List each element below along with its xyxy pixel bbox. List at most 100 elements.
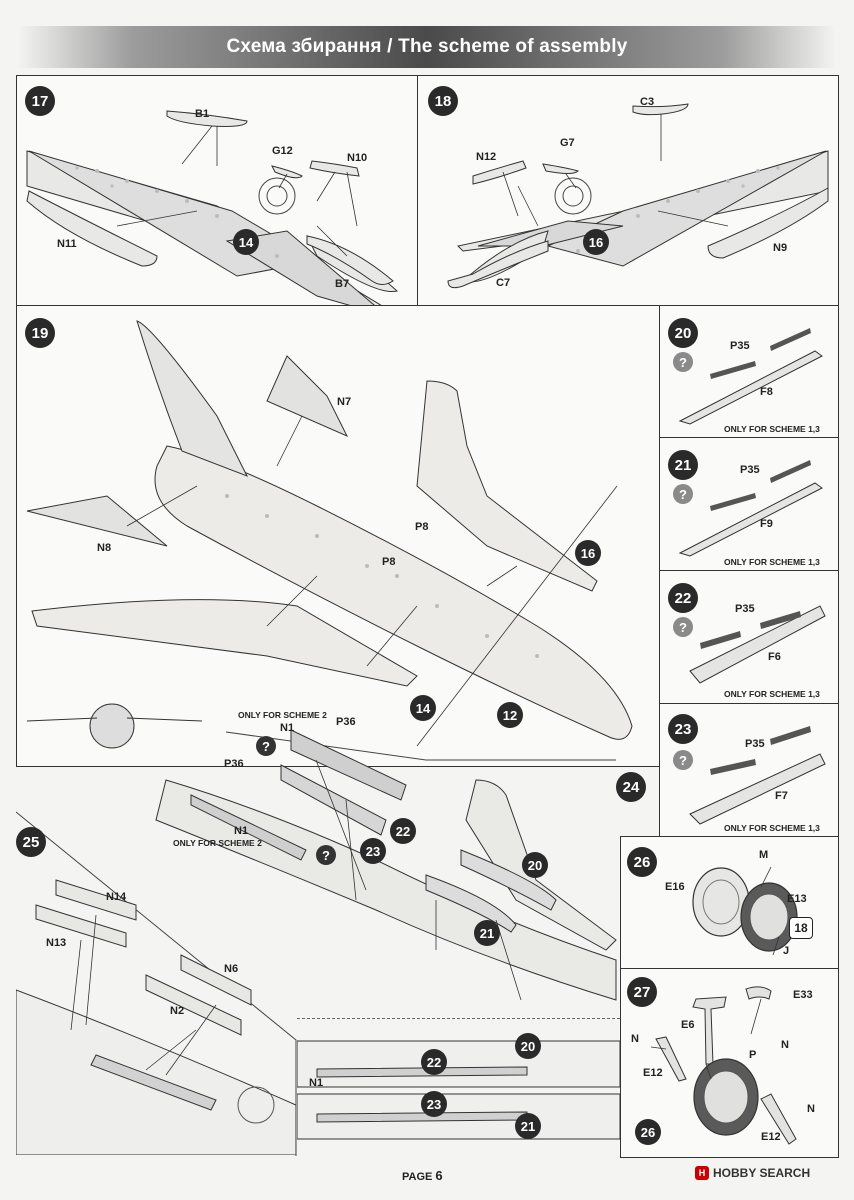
ref-badge: 12: [497, 702, 523, 728]
ref-badge: 16: [575, 540, 601, 566]
part-label: F6: [768, 651, 781, 663]
step-24-badge: 24: [616, 772, 646, 802]
detail-inset: N1 22 20 23 21: [297, 1018, 620, 1156]
part-label: G12: [272, 145, 293, 157]
ref-badge: 21: [515, 1113, 541, 1139]
page-label: PAGE: [402, 1171, 433, 1183]
part-label: P35: [730, 340, 750, 352]
part-label: M: [759, 849, 769, 861]
step-23-panel: 23 ? P35 F7 ONLY FOR SCHEME 1,3: [659, 703, 839, 838]
page-header: Схема збирання / The scheme of assembly: [18, 26, 836, 68]
step-20-badge: 20: [668, 318, 698, 348]
step-18-panel: 18 C3 G7 N12 N9 C7 16: [417, 75, 839, 307]
part-label: N11: [57, 238, 77, 250]
part-label: N: [781, 1039, 789, 1051]
step-18-badge: 18: [428, 86, 458, 116]
ref-badge: 23: [360, 838, 386, 864]
page-title: Схема збирання / The scheme of assembly: [226, 36, 628, 57]
step-21-panel: 21 ? P35 F9 ONLY FOR SCHEME 1,3: [659, 437, 839, 572]
hobbysearch-logo-icon: H: [695, 1166, 709, 1180]
scheme-note: ONLY FOR SCHEME 1,3: [724, 689, 820, 699]
step-20-panel: 20 ? P35 F8 ONLY FOR SCHEME 1,3: [659, 305, 839, 439]
scheme-note: ONLY FOR SCHEME 2: [238, 710, 327, 720]
step-22-badge: 22: [668, 583, 698, 613]
detail-drawing: [297, 1040, 620, 1140]
ref-badge: 20: [522, 852, 548, 878]
step-25-area: 25 N14 N13 N6 N2: [16, 815, 296, 1155]
part-label: N1: [280, 722, 295, 734]
part-label: B1: [195, 108, 210, 120]
part-label: N: [631, 1033, 639, 1045]
part-label: F9: [760, 518, 773, 530]
step-24-area: ONLY FOR SCHEME 2 N1 P36 ? P36 N1 ONLY F…: [16, 700, 659, 1156]
part-label: N1: [234, 825, 249, 837]
part-label: G7: [560, 137, 575, 149]
part-label: N7: [337, 396, 352, 408]
part-label: P35: [735, 603, 755, 615]
scheme-note: ONLY FOR SCHEME 1,3: [724, 823, 820, 833]
part-label: P35: [740, 464, 760, 476]
part-label: N13: [46, 937, 67, 949]
part-label: N9: [773, 242, 788, 254]
step-25-drawing: [16, 879, 296, 1155]
question-icon: ?: [673, 750, 693, 770]
step-17-badge: 17: [25, 86, 55, 116]
part-label: N: [807, 1103, 815, 1115]
question-icon: ?: [673, 484, 693, 504]
part-label: P8: [382, 556, 396, 568]
part-label: C7: [496, 277, 511, 289]
step-26-panel: 26 M E16 E13 J 18: [620, 836, 839, 970]
step-19-panel: 19 N7 N8 P8 P8 16 14 12: [16, 305, 661, 767]
watermark: H HOBBY SEARCH: [695, 1166, 810, 1180]
question-icon: ?: [256, 736, 276, 756]
part-label: E12: [643, 1067, 663, 1079]
step-23-drawing: [689, 726, 826, 825]
part-label: J: [783, 945, 790, 957]
scheme-note: ONLY FOR SCHEME 1,3: [724, 424, 820, 434]
part-label: E12: [761, 1131, 781, 1143]
step-17-panel: 17 B1 G12 N10 N11 B7 14: [16, 75, 419, 307]
part-label: E33: [793, 989, 813, 1001]
part-label: F7: [775, 790, 788, 802]
ref-badge: 23: [421, 1091, 447, 1117]
step-27-panel: 27 E33 E6 N N P E12 N E12 26: [620, 968, 839, 1158]
part-label: P36: [336, 716, 356, 728]
ref-badge: 22: [421, 1049, 447, 1075]
step-23-badge: 23: [668, 714, 698, 744]
part-label: N2: [170, 1005, 185, 1017]
part-label: E13: [787, 893, 807, 905]
step-26-drawing: [692, 866, 798, 956]
step-19-drawing: [26, 320, 633, 749]
scheme-note: ONLY FOR SCHEME 1,3: [724, 557, 820, 567]
page-value: 6: [435, 1168, 443, 1183]
part-label: E6: [681, 1019, 695, 1031]
step-17-drawing: [26, 110, 399, 306]
step-19-badge: 19: [25, 318, 55, 348]
step-27-drawing: [650, 986, 797, 1145]
page-number: PAGE 6: [402, 1168, 443, 1183]
part-label: E16: [665, 881, 685, 893]
step-22-panel: 22 ? P35 F6 ONLY FOR SCHEME 1,3: [659, 570, 839, 705]
step-21-badge: 21: [668, 450, 698, 480]
step-25-badge: 25: [16, 827, 46, 857]
ref-badge: 14: [410, 695, 436, 721]
question-icon: ?: [316, 845, 336, 865]
part-label: C3: [640, 96, 655, 108]
part-label: N6: [224, 963, 239, 975]
question-icon: ?: [673, 352, 693, 372]
step-21-drawing: [678, 460, 823, 557]
ref-badge: 14: [233, 229, 259, 255]
ref-badge: 20: [515, 1033, 541, 1059]
part-label: N10: [347, 152, 368, 164]
scheme-note: ONLY FOR SCHEME 2: [173, 838, 262, 848]
part-label: N14: [106, 891, 127, 903]
ref-badge: 21: [474, 920, 500, 946]
ref-badge: 22: [390, 818, 416, 844]
part-label: F8: [760, 386, 773, 398]
part-label: N8: [97, 542, 112, 554]
step-27-badge: 27: [627, 977, 657, 1007]
part-label: P35: [745, 738, 765, 750]
step-18-drawing: [447, 103, 829, 289]
part-label: P: [749, 1049, 757, 1061]
part-label: P8: [415, 521, 429, 533]
